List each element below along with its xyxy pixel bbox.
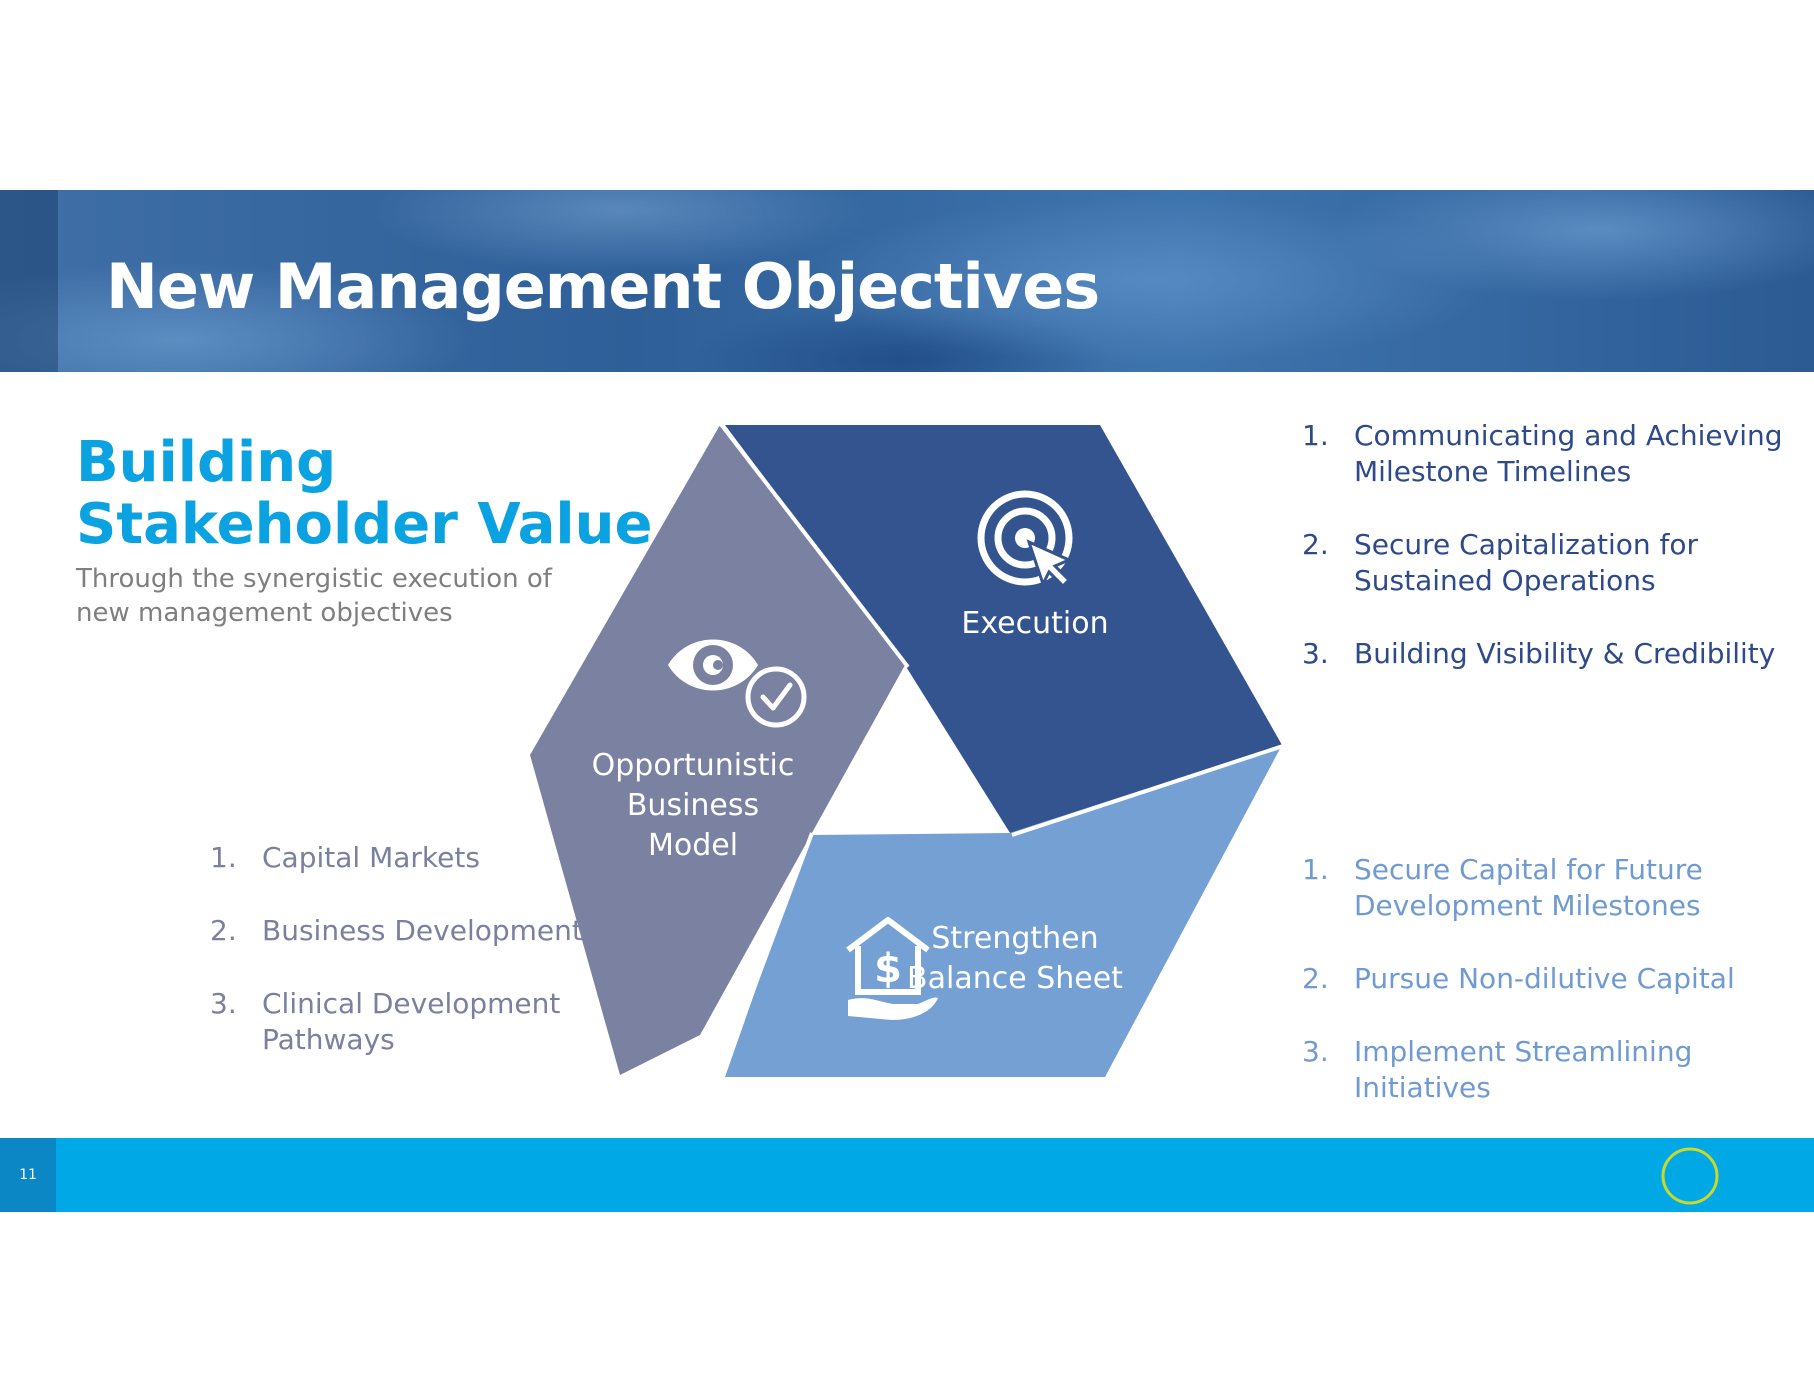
list-item-text-line: Sustained Operations bbox=[1354, 564, 1656, 597]
list-item: 1. Capital Markets bbox=[210, 840, 590, 876]
list-item-text: Capital Markets bbox=[262, 840, 590, 876]
opportunistic-objectives-list: 1. Capital Markets 2. Business Developme… bbox=[210, 840, 590, 1095]
eye-check-icon bbox=[668, 639, 807, 728]
list-item-number: 3. bbox=[210, 987, 237, 1020]
house-dollar-hand-icon: $ bbox=[846, 917, 938, 1020]
balance-label-line-1: Strengthen bbox=[931, 921, 1098, 956]
subtitle-line-2: new management objectives bbox=[76, 598, 453, 628]
page-title: New Management Objectives bbox=[106, 250, 1100, 323]
list-item-text: Building Visibility & Credibility bbox=[1354, 636, 1802, 672]
footer-bar bbox=[0, 1138, 1814, 1212]
opportunistic-label-line-1: Opportunistic bbox=[592, 748, 795, 783]
headline-line-1: Building bbox=[76, 430, 337, 495]
list-item: 1. Communicating and Achieving Milestone… bbox=[1302, 418, 1802, 490]
list-item-text: Secure Capital for Future Development Mi… bbox=[1354, 852, 1802, 924]
list-item-text-line: Secure Capitalization for bbox=[1354, 528, 1699, 561]
segment-opportunistic bbox=[530, 425, 905, 1075]
list-item: 3. Clinical Development Pathways bbox=[210, 986, 590, 1058]
list-item-text: Implement Streamlining Initiatives bbox=[1354, 1034, 1802, 1106]
section-headline: Building Stakeholder Value bbox=[76, 430, 653, 557]
list-item-number: 1. bbox=[1302, 419, 1329, 452]
list-item-text: Business Development bbox=[262, 913, 590, 949]
list-item-text: Clinical Development Pathways bbox=[262, 986, 590, 1058]
list-item: 2. Business Development bbox=[210, 913, 590, 949]
list-item-number: 2. bbox=[210, 914, 237, 947]
headline-line-2: Stakeholder Value bbox=[76, 492, 653, 557]
page-number-box: 11 bbox=[0, 1138, 56, 1212]
list-item-number: 3. bbox=[1302, 1035, 1329, 1068]
segment-execution bbox=[725, 425, 1282, 833]
list-item-text-line: Development Milestones bbox=[1354, 889, 1701, 922]
page-number: 11 bbox=[19, 1167, 37, 1183]
list-item-text: Communicating and Achieving Milestone Ti… bbox=[1354, 418, 1802, 490]
segment-dividers bbox=[718, 421, 1287, 1080]
list-item-text-line: Communicating and Achieving bbox=[1354, 419, 1783, 452]
list-item-text-line: Pathways bbox=[262, 1023, 395, 1056]
banner-edge bbox=[0, 190, 58, 372]
list-item-text-line: Implement Streamlining bbox=[1354, 1035, 1693, 1068]
subtitle-line-1: Through the synergistic execution of bbox=[76, 564, 552, 594]
execution-label: Execution bbox=[961, 606, 1108, 641]
svg-text:$: $ bbox=[874, 946, 902, 992]
list-item: 2. Secure Capitalization for Sustained O… bbox=[1302, 527, 1802, 599]
section-subtitle: Through the synergistic execution of new… bbox=[76, 562, 596, 630]
list-item-text-line: Secure Capital for Future bbox=[1354, 853, 1703, 886]
list-item-text-line: Pursue Non-dilutive Capital bbox=[1354, 962, 1735, 995]
balance-label-line-2: Balance Sheet bbox=[907, 961, 1123, 996]
list-item-text-line: Initiatives bbox=[1354, 1071, 1491, 1104]
list-item-text: Pursue Non-dilutive Capital bbox=[1354, 961, 1802, 997]
list-item: 2. Pursue Non-dilutive Capital bbox=[1302, 961, 1802, 997]
list-item-number: 2. bbox=[1302, 962, 1329, 995]
opportunistic-label-line-2: Business bbox=[627, 788, 759, 823]
list-item-number: 2. bbox=[1302, 528, 1329, 561]
list-item-text: Secure Capitalization for Sustained Oper… bbox=[1354, 527, 1802, 599]
list-item-text-line: Milestone Timelines bbox=[1354, 455, 1632, 488]
list-item: 3. Building Visibility & Credibility bbox=[1302, 636, 1802, 672]
list-item-text-line: Business Development bbox=[262, 914, 583, 947]
balance-objectives-list: 1. Secure Capital for Future Development… bbox=[1302, 852, 1802, 1143]
list-item-text-line: Building Visibility & Credibility bbox=[1354, 637, 1776, 670]
opportunistic-label-line-3: Model bbox=[648, 828, 738, 863]
list-item-number: 1. bbox=[1302, 853, 1329, 886]
list-item: 1. Secure Capital for Future Development… bbox=[1302, 852, 1802, 924]
company-logo-icon bbox=[1661, 1147, 1719, 1205]
objectives-cycle-diagram: Execution Opportunistic Business Model $… bbox=[530, 421, 1287, 1080]
list-item-text-line: Capital Markets bbox=[262, 841, 480, 874]
list-item-number: 1. bbox=[210, 841, 237, 874]
list-item-text-line: Clinical Development bbox=[262, 987, 561, 1020]
target-cursor-icon bbox=[977, 490, 1073, 589]
execution-objectives-list: 1. Communicating and Achieving Milestone… bbox=[1302, 418, 1802, 709]
list-item-number: 3. bbox=[1302, 637, 1329, 670]
list-item: 3. Implement Streamlining Initiatives bbox=[1302, 1034, 1802, 1106]
header-banner bbox=[0, 190, 1814, 372]
